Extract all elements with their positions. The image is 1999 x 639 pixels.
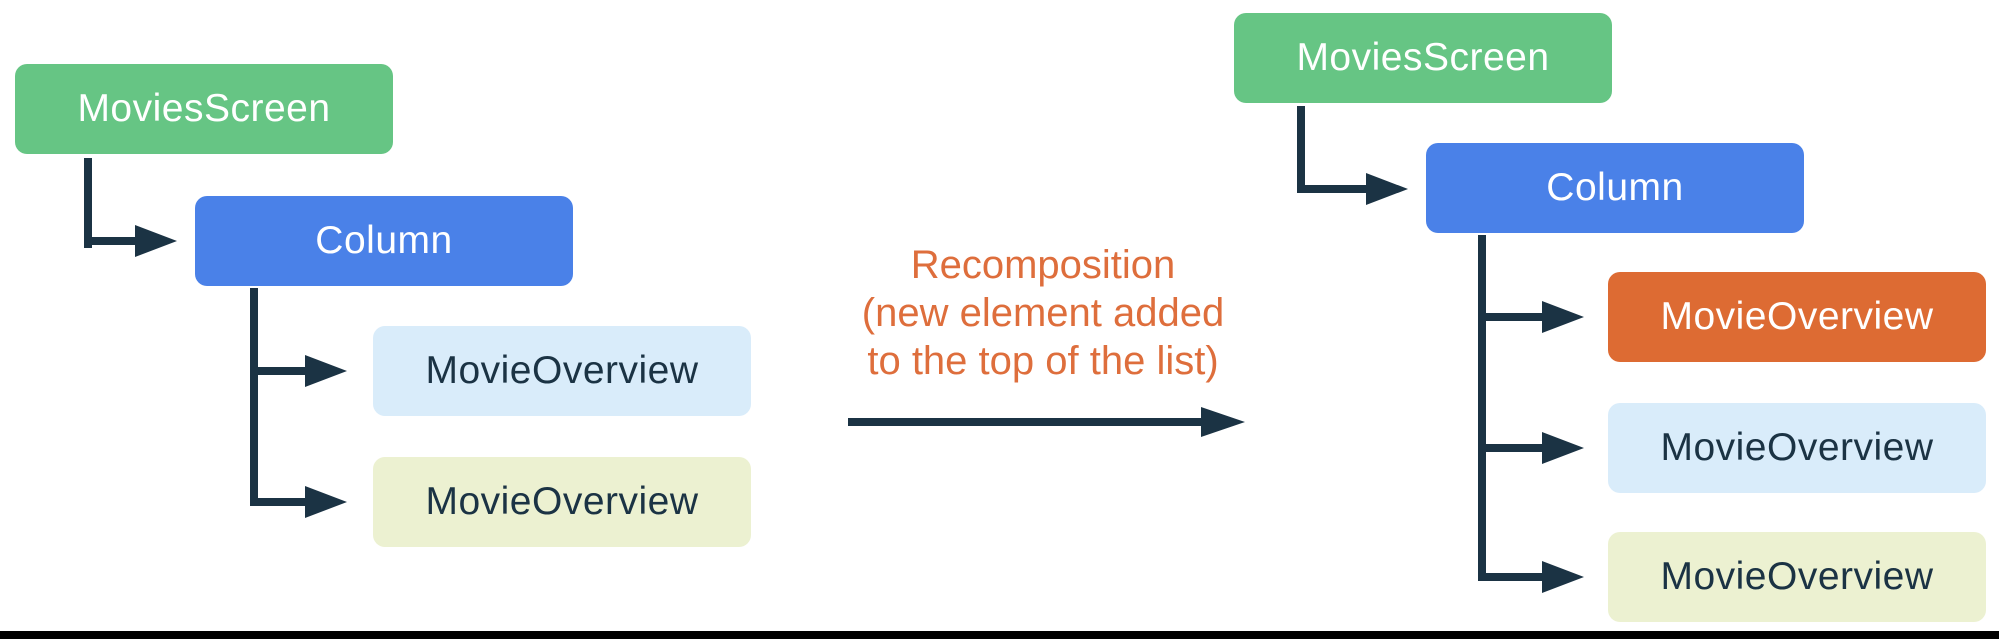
- right-movieoverview-node-1: MovieOverview: [1608, 272, 1986, 362]
- left-root-connector-vertical-line: [84, 158, 92, 248]
- right-movieoverview-node-2: MovieOverview: [1608, 403, 1986, 493]
- left-root-arrowhead-icon: [135, 225, 177, 257]
- recomposition-arrow-line: [848, 418, 1205, 426]
- left-moviesscreen-node: MoviesScreen: [15, 64, 393, 154]
- right-movieoverview-node-3: MovieOverview: [1608, 532, 1986, 622]
- right-moviesscreen-node: MoviesScreen: [1234, 13, 1612, 103]
- left-movieoverview-node-1: MovieOverview: [373, 326, 751, 416]
- right-root-connector-horizontal-line: [1297, 185, 1367, 193]
- bottom-baseline-rule: [0, 631, 1999, 639]
- right-child2-arrowhead-icon: [1542, 432, 1584, 464]
- left-column-node: Column: [195, 196, 573, 286]
- right-child1-arrowhead-icon: [1542, 301, 1584, 333]
- annotation-line-3: to the top of the list): [867, 339, 1219, 383]
- recomposition-annotation: Recomposition (new element added to the …: [793, 241, 1293, 385]
- right-root-arrowhead-icon: [1366, 173, 1408, 205]
- left-column-connector-vertical-line: [250, 288, 258, 506]
- left-child1-connector-horizontal-line: [250, 367, 306, 375]
- right-root-connector-vertical-line: [1297, 106, 1305, 193]
- annotation-line-1: Recomposition: [910, 243, 1176, 287]
- right-child3-arrowhead-icon: [1542, 561, 1584, 593]
- left-child2-connector-horizontal-line: [250, 498, 306, 506]
- right-child1-connector-horizontal-line: [1478, 313, 1543, 321]
- left-root-connector-horizontal-line: [84, 237, 136, 245]
- right-column-connector-vertical-line: [1478, 235, 1486, 581]
- left-child1-arrowhead-icon: [305, 355, 347, 387]
- right-child2-connector-horizontal-line: [1478, 444, 1543, 452]
- left-child2-arrowhead-icon: [305, 486, 347, 518]
- right-child3-connector-horizontal-line: [1478, 573, 1543, 581]
- right-column-node: Column: [1426, 143, 1804, 233]
- annotation-line-2: (new element added: [861, 291, 1225, 335]
- left-movieoverview-node-2: MovieOverview: [373, 457, 751, 547]
- recomposition-arrowhead-icon: [1201, 407, 1245, 437]
